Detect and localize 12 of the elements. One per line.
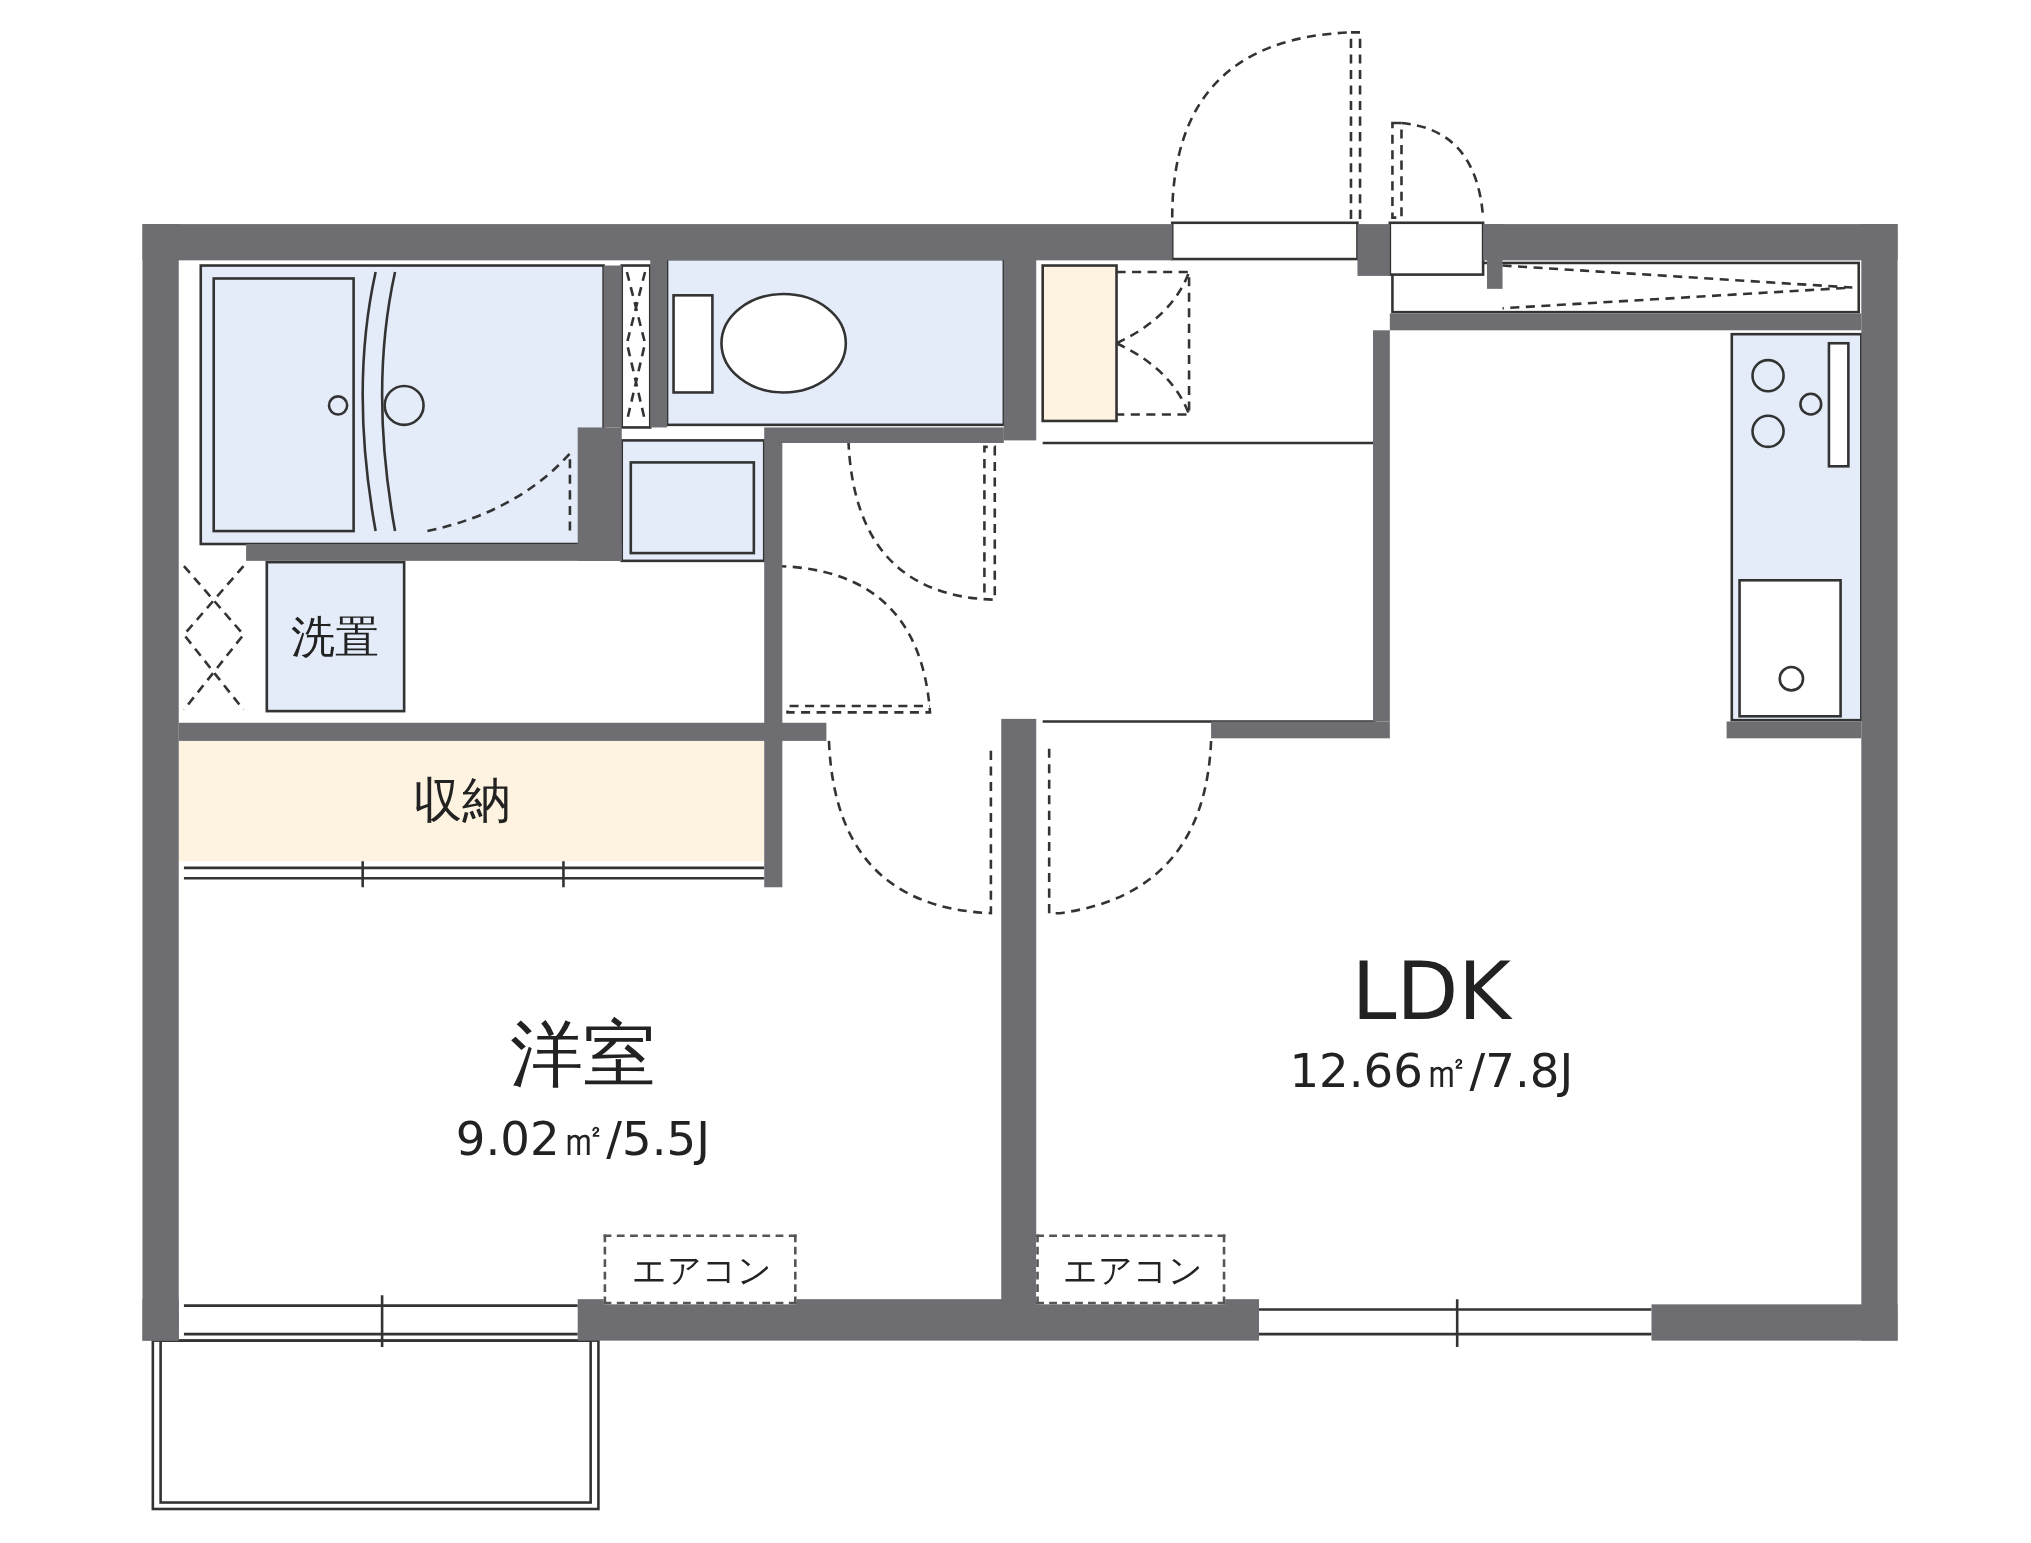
area-label: 9.02㎡/5.5J: [455, 1111, 710, 1168]
aircon-box: [603, 1234, 797, 1305]
area-label: 12.66㎡/7.8J: [1289, 1043, 1574, 1100]
storage-shelf: [178, 740, 765, 862]
aircon-label: エアコン: [632, 1249, 772, 1292]
laundry-space: [265, 560, 406, 713]
aircon-box: [1036, 1234, 1226, 1305]
room-label: 収納: [413, 770, 512, 831]
aircon-label: エアコン: [1063, 1249, 1204, 1292]
room-name: 洋室: [510, 1010, 656, 1098]
room-name: LDK: [1351, 943, 1511, 1039]
room-label: 洗置: [291, 609, 380, 664]
